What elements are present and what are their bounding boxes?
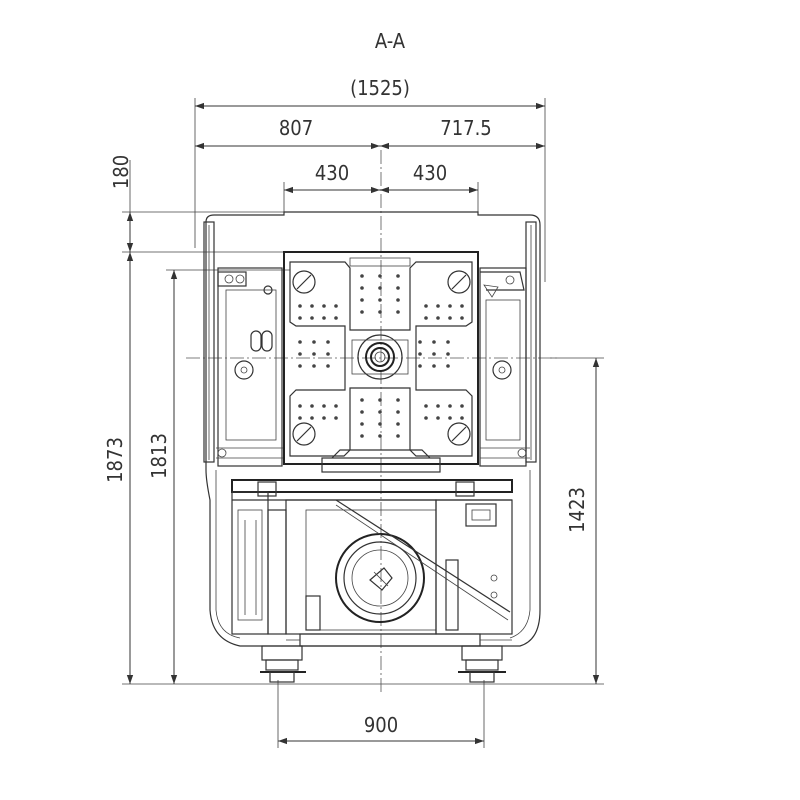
mounting-hole — [396, 398, 400, 402]
mounting-hole — [424, 404, 428, 408]
mounting-hole — [322, 416, 326, 420]
mounting-hole — [418, 340, 422, 344]
spindle-head — [283, 251, 479, 465]
mounting-hole — [334, 404, 338, 408]
mounting-hole — [432, 352, 436, 356]
mounting-hole — [460, 416, 464, 420]
right-side-panel — [479, 267, 530, 467]
mounting-hole — [378, 422, 382, 426]
mounting-hole — [360, 410, 364, 414]
horizontal-dimensions — [194, 98, 546, 748]
mounting-hole — [396, 434, 400, 438]
mounting-hole — [378, 286, 382, 290]
mounting-hole — [424, 416, 428, 420]
mounting-hole — [418, 352, 422, 356]
mounting-hole — [436, 416, 440, 420]
mounting-hole — [424, 316, 428, 320]
mounting-hole — [298, 316, 302, 320]
mounting-hole — [378, 274, 382, 278]
mounting-hole — [396, 298, 400, 302]
left-side-panel — [216, 267, 285, 467]
mounting-hole — [326, 352, 330, 356]
mounting-hole — [326, 364, 330, 368]
dim-base-width: 900 — [364, 713, 398, 737]
mounting-hole — [322, 304, 326, 308]
mounting-hole — [360, 422, 364, 426]
mounting-hole — [310, 416, 314, 420]
mounting-hole — [312, 352, 316, 356]
centerlines — [186, 150, 560, 695]
mounting-hole — [312, 340, 316, 344]
mounting-hole — [378, 310, 382, 314]
dim-center-height: 1423 — [565, 487, 589, 533]
mounting-hole — [326, 340, 330, 344]
mounting-hole — [396, 422, 400, 426]
mounting-hole — [432, 340, 436, 344]
mounting-hole — [360, 310, 364, 314]
mounting-hole — [436, 404, 440, 408]
mounting-hole — [298, 340, 302, 344]
dim-top-offset: 180 — [109, 155, 133, 189]
mounting-hole — [360, 286, 364, 290]
mounting-hole — [446, 364, 450, 368]
mounting-hole — [396, 310, 400, 314]
mounting-hole — [448, 304, 452, 308]
mounting-hole — [448, 316, 452, 320]
mounting-hole — [448, 404, 452, 408]
mounting-hole — [298, 404, 302, 408]
machine-body — [203, 211, 541, 683]
mounting-hole — [298, 304, 302, 308]
mounting-hole — [436, 316, 440, 320]
mounting-hole — [432, 364, 436, 368]
mounting-hole — [436, 304, 440, 308]
mounting-hole — [334, 304, 338, 308]
dim-right-width: 717.5 — [440, 116, 492, 140]
mounting-holes — [298, 274, 464, 438]
mounting-hole — [298, 416, 302, 420]
mounting-hole — [378, 410, 382, 414]
dim-overall-width: (1525) — [350, 76, 410, 100]
mounting-hole — [418, 364, 422, 368]
dim-spindle-right: 430 — [413, 161, 447, 185]
mounting-hole — [378, 398, 382, 402]
mounting-hole — [310, 304, 314, 308]
mounting-hole — [360, 434, 364, 438]
mounting-hole — [396, 286, 400, 290]
vertical-dimensions — [122, 160, 604, 685]
mounting-hole — [322, 316, 326, 320]
dim-frame-height: 1813 — [147, 433, 171, 479]
mounting-hole — [310, 316, 314, 320]
dim-left-width: 807 — [279, 116, 313, 140]
mounting-hole — [360, 274, 364, 278]
mounting-hole — [310, 404, 314, 408]
mounting-hole — [396, 410, 400, 414]
mounting-hole — [446, 352, 450, 356]
mounting-hole — [378, 298, 382, 302]
mounting-hole — [298, 352, 302, 356]
mounting-hole — [334, 316, 338, 320]
dim-spindle-left: 430 — [315, 161, 349, 185]
mounting-hole — [448, 416, 452, 420]
mounting-hole — [460, 316, 464, 320]
mounting-hole — [378, 434, 382, 438]
mounting-hole — [360, 298, 364, 302]
mounting-hole — [460, 404, 464, 408]
mounting-hole — [312, 364, 316, 368]
mounting-hole — [424, 304, 428, 308]
mounting-hole — [298, 364, 302, 368]
section-label: A-A — [375, 29, 406, 53]
dim-total-height: 1873 — [103, 437, 127, 483]
lower-carriage — [231, 449, 513, 647]
mounting-hole — [446, 340, 450, 344]
mounting-hole — [322, 404, 326, 408]
mounting-hole — [334, 416, 338, 420]
mounting-hole — [396, 274, 400, 278]
mounting-hole — [460, 304, 464, 308]
mounting-hole — [360, 398, 364, 402]
